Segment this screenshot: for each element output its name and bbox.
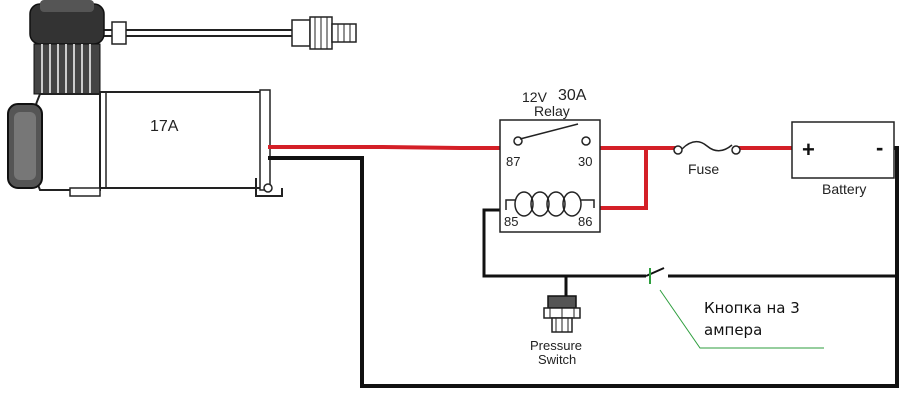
hose-fitting <box>291 16 357 50</box>
fuse-label: Fuse <box>688 161 719 177</box>
battery-box <box>791 121 895 179</box>
annotation-leader-line <box>659 289 824 349</box>
push-button-switch <box>645 267 665 284</box>
relay-pin-85: 85 <box>504 214 518 229</box>
control-wires <box>482 208 897 298</box>
red-wires <box>268 145 796 210</box>
fuse-element <box>681 140 733 152</box>
relay-contact-30 <box>581 136 591 146</box>
wire-85-to-switch <box>482 208 568 298</box>
relay-coil <box>505 191 595 217</box>
relay-pin-30: 30 <box>578 154 592 169</box>
relay-switch-arm <box>519 123 579 140</box>
button-annotation: Кнопка на 3 ампера <box>659 289 824 349</box>
battery: + - Battery <box>791 121 895 197</box>
fuse: Fuse <box>673 140 741 177</box>
wire-30-to-86 <box>592 148 648 210</box>
relay-pin-87: 87 <box>506 154 520 169</box>
button-note-line2: ампера <box>704 321 762 339</box>
relay: 12V 30A Relay 87 30 85 86 <box>499 87 601 233</box>
wire-compressor-to-87 <box>268 145 518 150</box>
relay-name: Relay <box>534 103 570 119</box>
pressure-switch-label-line2: Switch <box>538 352 576 367</box>
compressor: 17A <box>7 0 357 197</box>
black-wires <box>268 146 899 388</box>
pressure-switch: Pressure Switch <box>530 295 582 367</box>
battery-label: Battery <box>822 181 866 197</box>
relay-voltage: 12V <box>522 89 548 105</box>
relay-rating: 30A <box>558 87 587 104</box>
battery-minus: - <box>876 135 883 160</box>
relay-pin-86: 86 <box>578 214 592 229</box>
battery-plus: + <box>802 137 815 162</box>
button-note-line1: Кнопка на 3 <box>704 299 800 317</box>
pressure-switch-label-line1: Pressure <box>530 338 582 353</box>
wire-compressor-ground <box>268 146 899 388</box>
compressor-current-label: 17A <box>150 118 179 135</box>
cooling-fins <box>33 43 101 95</box>
